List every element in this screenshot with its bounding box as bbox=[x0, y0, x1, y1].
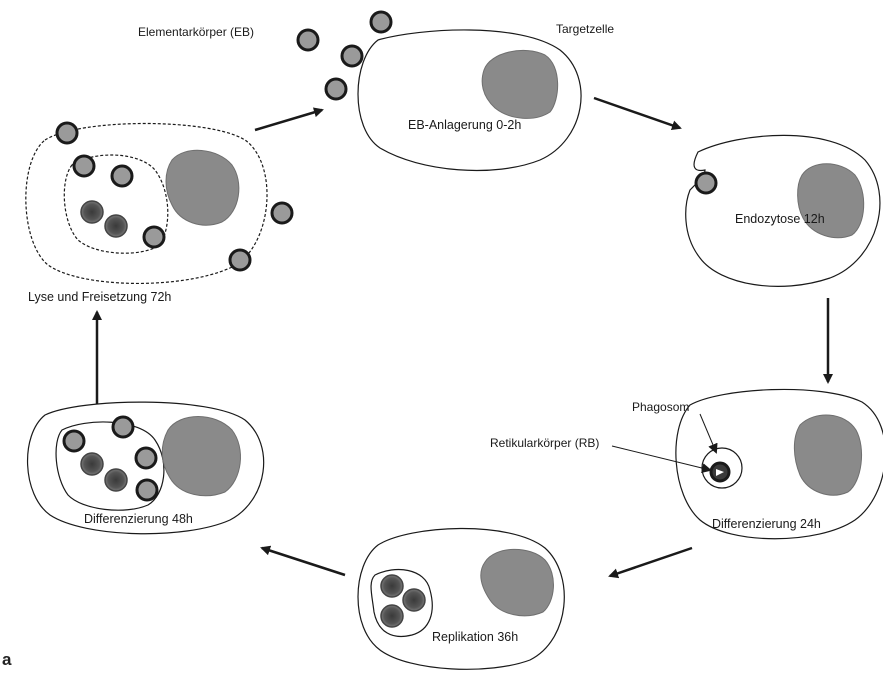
stage-label-2: Endozytose 12h bbox=[735, 212, 825, 226]
rb-particle bbox=[80, 452, 104, 476]
eb-particle bbox=[111, 415, 135, 439]
rb-particle bbox=[104, 468, 128, 492]
nucleus-stage1 bbox=[481, 49, 559, 119]
label-retikularkoerper: Retikularkörper (RB) bbox=[490, 436, 600, 450]
label-targetzelle: Targetzelle bbox=[556, 22, 615, 36]
eb-particle bbox=[296, 28, 320, 52]
eb-particle bbox=[72, 154, 96, 178]
eb-particle bbox=[694, 171, 718, 195]
leader-rb bbox=[611, 445, 712, 473]
stage-label-6: Lyse und Freisetzung 72h bbox=[28, 290, 172, 304]
eb-particle bbox=[228, 248, 252, 272]
rb-particle bbox=[380, 604, 404, 628]
arrow-3-to-4 bbox=[608, 546, 693, 579]
stage-label-4: Replikation 36h bbox=[432, 630, 519, 644]
arrow-1-to-2 bbox=[593, 96, 682, 131]
nucleus-stage3 bbox=[793, 414, 862, 496]
eb-particle bbox=[142, 225, 166, 249]
eb-particle bbox=[270, 201, 294, 225]
leader-phagosom bbox=[699, 413, 718, 454]
label-elementarkoerper: Elementarkörper (EB) bbox=[138, 25, 255, 39]
cell-stage1 bbox=[357, 29, 582, 171]
cell-stage4 bbox=[357, 527, 565, 670]
figure-letter: a bbox=[2, 650, 12, 669]
arrow-6-to-1 bbox=[254, 107, 324, 132]
rb-particle bbox=[104, 214, 128, 238]
stage-label-5: Differenzierung 48h bbox=[84, 512, 193, 526]
stage-label-3: Differenzierung 24h bbox=[712, 517, 821, 531]
arrow-4-to-5 bbox=[260, 545, 346, 577]
eb-particle bbox=[134, 446, 158, 470]
stage-label-1: EB-Anlagerung 0-2h bbox=[408, 118, 522, 132]
cell-stage3 bbox=[675, 388, 883, 540]
eb-particle bbox=[340, 44, 364, 68]
rb-triangle-marker bbox=[716, 469, 724, 476]
nucleus-stage6 bbox=[165, 149, 240, 226]
eb-particle bbox=[135, 478, 159, 502]
eb-particle bbox=[324, 77, 348, 101]
label-phagosom: Phagosom bbox=[632, 400, 690, 414]
nucleus-stage5 bbox=[161, 416, 241, 497]
rb-particle bbox=[402, 588, 426, 612]
eb-particle bbox=[110, 164, 134, 188]
nucleus-stage4 bbox=[480, 548, 554, 617]
inclusion-stage4 bbox=[370, 568, 433, 637]
rb-particle bbox=[80, 200, 104, 224]
cell-stage6-dashed bbox=[25, 122, 268, 284]
rb-particle bbox=[380, 574, 404, 598]
eb-particle bbox=[62, 429, 86, 453]
eb-particle bbox=[55, 121, 79, 145]
cell-stage5 bbox=[27, 401, 265, 535]
eb-particle bbox=[369, 10, 393, 34]
nucleus-stage2 bbox=[797, 163, 865, 239]
